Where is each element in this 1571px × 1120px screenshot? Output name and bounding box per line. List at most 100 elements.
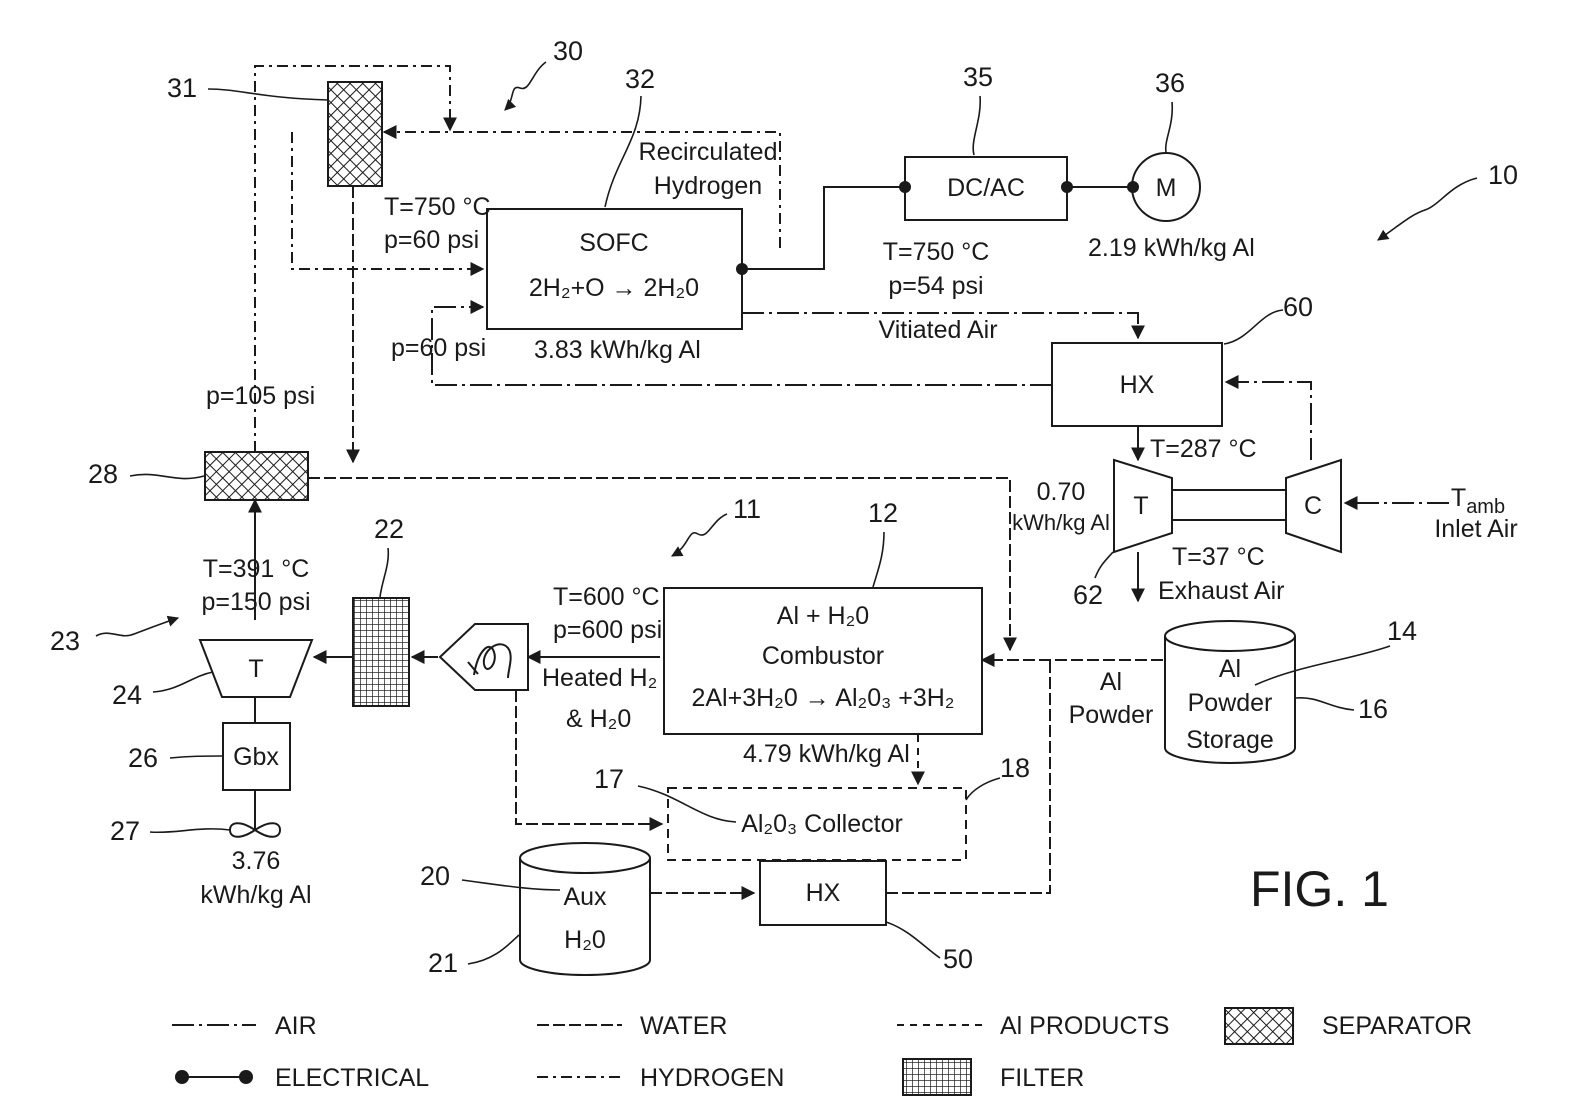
dcac-35: DC/AC: [905, 157, 1067, 220]
recirc-label-2: Hydrogen: [654, 172, 762, 200]
motor-energy: 2.19 kWh/kg Al: [1088, 234, 1255, 262]
heat-exchanger-50: HX: [760, 861, 886, 925]
combustor-line1: Al + H₂0: [777, 602, 869, 630]
ref-62: 62: [1073, 580, 1103, 610]
storage-line3: Storage: [1186, 726, 1274, 754]
aux-line2: H₂0: [564, 926, 606, 954]
heater-element: [440, 624, 528, 690]
ref-18: 18: [1000, 753, 1030, 783]
legend-water: WATER: [537, 1012, 728, 1040]
combustor-energy: 4.79 kWh/kg Al: [743, 740, 910, 768]
turbine-main-name: T: [248, 655, 263, 683]
ref-23: 23: [50, 626, 80, 656]
legend-al-products: Al PRODUCTS: [897, 1012, 1169, 1040]
gearbox-name: Gbx: [233, 743, 279, 771]
sofc-energy: 3.83 kWh/kg Al: [534, 336, 701, 364]
ref-10: 10: [1488, 160, 1518, 190]
turbine-small-energy-2: kWh/kg Al: [1012, 510, 1110, 535]
legend-hydrogen: HYDROGEN: [537, 1064, 784, 1092]
figure-title: FIG. 1: [1250, 861, 1389, 917]
sofc-inlet-pressure: p=60 psi: [384, 226, 479, 254]
ref-26: 26: [128, 743, 158, 773]
combustor-line2: Combustor: [762, 642, 884, 670]
legend-electrical-label: ELECTRICAL: [275, 1064, 429, 1092]
motor-name: M: [1156, 174, 1177, 202]
aux-line1: Aux: [563, 883, 607, 911]
collector-name: Al₂0₃ Collector: [741, 810, 903, 838]
propeller-energy-1: 3.76: [232, 847, 281, 875]
ref-60: 60: [1283, 292, 1313, 322]
inlet-air-label-1: Tamb: [1451, 484, 1505, 518]
ref-16: 16: [1358, 694, 1388, 724]
ref-20: 20: [420, 861, 450, 891]
aux-water-tank-21: Aux H₂0: [520, 843, 650, 975]
al-powder-label-1: Al: [1100, 668, 1122, 696]
al-powder-storage-14: Al Powder Storage: [1165, 621, 1295, 763]
separator-pressure: p=105 psi: [206, 382, 315, 410]
legend-filter-label: FILTER: [1000, 1064, 1084, 1092]
legend-water-label: WATER: [640, 1012, 728, 1040]
filter-22: [353, 598, 409, 706]
separator-28: [205, 452, 308, 500]
combustor-outlet-pressure: p=600 psi: [553, 616, 662, 644]
heated-label-1: Heated H₂: [542, 664, 657, 692]
storage-line1: Al: [1219, 655, 1241, 683]
ref-22: 22: [374, 514, 404, 544]
ref-21: 21: [428, 948, 458, 978]
legend-separator: SEPARATOR: [1225, 1008, 1472, 1044]
legend-separator-label: SEPARATOR: [1322, 1012, 1472, 1040]
hx-bottom-name: HX: [806, 879, 841, 907]
ref-12: 12: [868, 498, 898, 528]
legend-hydrogen-label: HYDROGEN: [640, 1064, 784, 1092]
ref-36: 36: [1155, 68, 1185, 98]
ref-11: 11: [733, 494, 761, 524]
dcac-name: DC/AC: [947, 174, 1025, 202]
ref-27: 27: [110, 816, 140, 846]
combustor-12: Al + H₂0 Combustor 2Al+3H₂0 → Al₂0₃ +3H₂: [664, 588, 982, 734]
al2o3-collector-18: Al₂0₃ Collector: [668, 788, 966, 860]
ref-14: 14: [1387, 616, 1417, 646]
al-powder-label-2: Powder: [1069, 701, 1154, 729]
ref-50: 50: [943, 944, 973, 974]
exhaust-temp: T=37 °C: [1172, 543, 1265, 571]
storage-line2: Powder: [1188, 689, 1273, 717]
ref-28: 28: [88, 459, 118, 489]
ref-32: 32: [625, 64, 655, 94]
separator-31: [328, 82, 382, 186]
legend-air-label: AIR: [275, 1012, 317, 1040]
turbine-small-energy-1: 0.70: [1037, 478, 1086, 506]
ref-35: 35: [963, 62, 993, 92]
hx-outlet-temp: T=287 °C: [1150, 435, 1257, 463]
inlet-air-label-2: Inlet Air: [1434, 515, 1517, 543]
ref-31: 31: [167, 73, 197, 103]
compressor: C: [1286, 460, 1341, 552]
propeller-energy-2: kWh/kg Al: [200, 881, 311, 909]
sofc-outlet-pressure: p=54 psi: [888, 272, 983, 300]
vitiated-air-label: Vitiated Air: [878, 316, 997, 344]
legend-al-products-label: Al PRODUCTS: [1000, 1012, 1169, 1040]
ref-30: 30: [553, 36, 583, 66]
sofc-outlet-temp: T=750 °C: [883, 238, 990, 266]
turbine-62: T: [1114, 460, 1172, 552]
legend-electrical: ELECTRICAL: [175, 1064, 429, 1092]
turbine-inlet-pressure: p=150 psi: [201, 588, 310, 616]
ref-17: 17: [594, 764, 624, 794]
main-turbine-24: T: [200, 640, 312, 697]
combustor-reaction: 2Al+3H₂0 → Al₂0₃ +3H₂: [691, 684, 954, 712]
sofc-name: SOFC: [579, 229, 648, 257]
legend: AIR WATER Al PRODUCTS SEPARATOR ELECTRIC…: [172, 1008, 1472, 1095]
ref-24: 24: [112, 680, 142, 710]
motor-36: M: [1132, 153, 1200, 221]
sofc-inlet-temp: T=750 °C: [384, 193, 491, 221]
turbine-small-name: T: [1133, 492, 1148, 520]
legend-filter: FILTER: [903, 1059, 1084, 1095]
turbine-inlet-temp: T=391 °C: [203, 555, 310, 583]
sofc-32: SOFC 2H₂+O → 2H₂0: [487, 209, 742, 329]
sofc-reaction: 2H₂+O → 2H₂0: [529, 274, 699, 302]
heated-label-2: & H₂0: [566, 705, 631, 733]
air-pressure: p=60 psi: [391, 334, 486, 362]
gearbox-26: Gbx: [223, 723, 290, 790]
recirc-label-1: Recirculated: [639, 138, 778, 166]
combustor-outlet-temp: T=600 °C: [553, 583, 660, 611]
